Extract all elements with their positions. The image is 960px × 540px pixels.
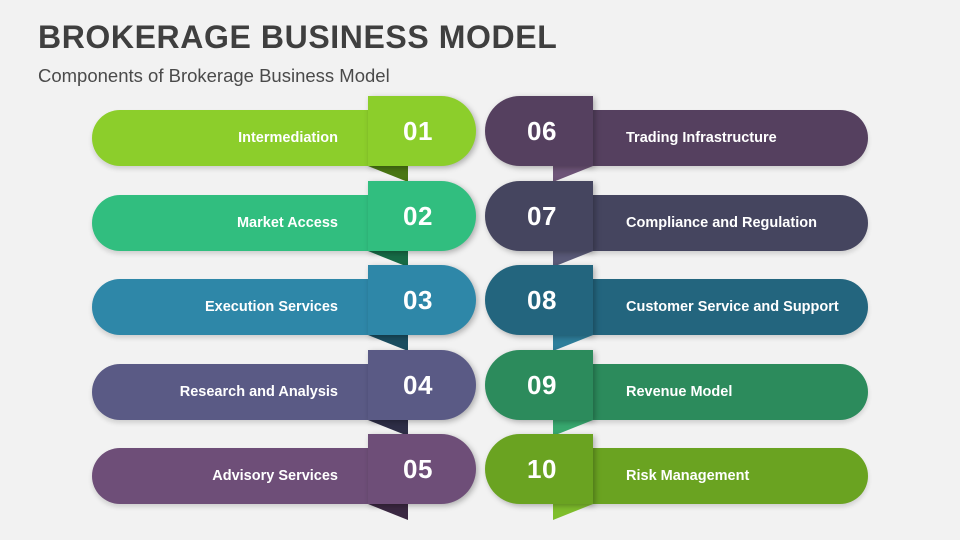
- row-label: Execution Services: [205, 298, 338, 315]
- diagram-row[interactable]: Compliance and Regulation 07: [485, 181, 868, 267]
- diagram-row[interactable]: Advisory Services 05: [92, 434, 476, 520]
- row-bar[interactable]: Advisory Services: [92, 448, 410, 504]
- row-number: 03: [403, 284, 433, 315]
- row-fold-shadow: [368, 166, 408, 182]
- diagram-row[interactable]: Customer Service and Support 08: [485, 265, 868, 351]
- row-number: 02: [403, 200, 433, 231]
- header: BROKERAGE BUSINESS MODEL Components of B…: [38, 16, 918, 89]
- row-number-badge[interactable]: 06: [485, 96, 593, 166]
- row-number: 10: [527, 453, 557, 484]
- row-number-badge[interactable]: 09: [485, 350, 593, 420]
- diagram-row[interactable]: Market Access 02: [92, 181, 476, 267]
- row-bar[interactable]: Trading Infrastructure: [550, 110, 868, 166]
- row-bar[interactable]: Execution Services: [92, 279, 410, 335]
- row-bar[interactable]: Market Access: [92, 195, 410, 251]
- row-number: 06: [527, 115, 557, 146]
- diagram-row[interactable]: Revenue Model 09: [485, 350, 868, 436]
- row-number-badge[interactable]: 07: [485, 181, 593, 251]
- row-label: Trading Infrastructure: [626, 129, 777, 146]
- row-bar[interactable]: Research and Analysis: [92, 364, 410, 420]
- row-label: Intermediation: [238, 129, 338, 146]
- row-label: Advisory Services: [212, 467, 338, 484]
- diagram-row[interactable]: Intermediation 01: [92, 96, 476, 182]
- row-fold-shadow: [368, 504, 408, 520]
- row-number: 01: [403, 115, 433, 146]
- row-number: 09: [527, 369, 557, 400]
- row-number-badge[interactable]: 04: [368, 350, 476, 420]
- row-number-badge[interactable]: 10: [485, 434, 593, 504]
- row-number-badge[interactable]: 03: [368, 265, 476, 335]
- row-number: 04: [403, 369, 433, 400]
- row-bar[interactable]: Customer Service and Support: [550, 279, 868, 335]
- row-label: Research and Analysis: [179, 383, 338, 400]
- row-bar[interactable]: Intermediation: [92, 110, 410, 166]
- row-number: 08: [527, 284, 557, 315]
- row-bar[interactable]: Risk Management: [550, 448, 868, 504]
- diagram-row[interactable]: Research and Analysis 04: [92, 350, 476, 436]
- row-number-badge[interactable]: 01: [368, 96, 476, 166]
- row-label: Risk Management: [626, 467, 750, 484]
- row-fold-shadow: [553, 504, 593, 520]
- row-label: Compliance and Regulation: [626, 214, 817, 231]
- diagram-row[interactable]: Execution Services 03: [92, 265, 476, 351]
- row-fold-shadow: [553, 335, 593, 351]
- row-number-badge[interactable]: 08: [485, 265, 593, 335]
- row-label: Market Access: [236, 214, 338, 231]
- page-title: BROKERAGE BUSINESS MODEL: [38, 19, 558, 55]
- row-number: 07: [527, 200, 557, 231]
- row-bar[interactable]: Compliance and Regulation: [550, 195, 868, 251]
- row-number: 05: [403, 453, 433, 484]
- diagram-row[interactable]: Trading Infrastructure 06: [485, 96, 868, 182]
- row-label: Customer Service and Support: [626, 298, 839, 315]
- row-number-badge[interactable]: 05: [368, 434, 476, 504]
- row-fold-shadow: [368, 335, 408, 351]
- diagram-row[interactable]: Risk Management 10: [485, 434, 868, 520]
- page-subtitle: Components of Brokerage Business Model: [38, 65, 390, 86]
- row-number-badge[interactable]: 02: [368, 181, 476, 251]
- row-fold-shadow: [553, 166, 593, 182]
- row-label: Revenue Model: [626, 383, 733, 400]
- row-bar[interactable]: Revenue Model: [550, 364, 868, 420]
